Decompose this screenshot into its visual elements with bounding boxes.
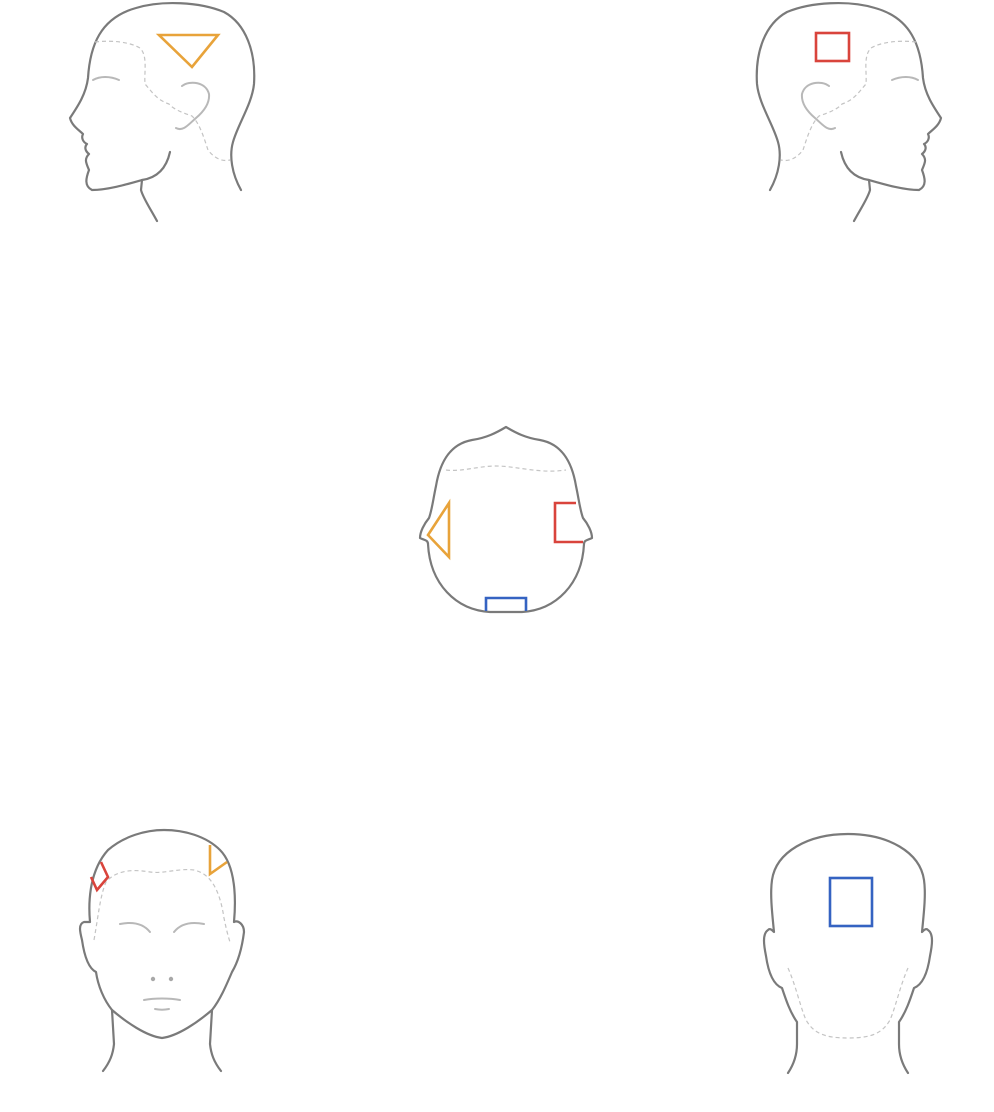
front-view-marker-orange-triangle (208, 845, 228, 877)
front-view-right-eyebrow (173, 922, 205, 933)
back-view-outline (762, 832, 934, 1075)
top-view-marker-blue-rectangle (484, 596, 528, 611)
front-view-mouth (143, 997, 181, 1001)
right-profile-jaw (839, 150, 871, 182)
right-profile-marker-red-square (814, 31, 851, 63)
front-view-outline (78, 828, 246, 1073)
left-profile-ear (175, 81, 211, 130)
front-view-hairline (93, 868, 231, 943)
right-profile-eyebrow (891, 76, 919, 81)
front-view (78, 828, 246, 1073)
front-view-lower-lip (154, 1008, 170, 1011)
left-profile-jaw (140, 150, 172, 182)
front-view-left-eyebrow (119, 922, 151, 933)
back-view-marker-blue-square (828, 876, 874, 928)
left-profile-marker-orange-triangle (155, 33, 221, 69)
left-profile-view (68, 1, 256, 223)
left-profile-hairline (94, 40, 231, 162)
top-view-marker-red-square (553, 501, 583, 544)
right-profile-ear (800, 81, 836, 130)
back-view-hairline (787, 967, 909, 1039)
top-view-outline (418, 425, 594, 614)
left-profile-eyebrow (92, 76, 120, 81)
top-view (418, 425, 594, 614)
front-view-jawline (110, 1008, 214, 1040)
top-view-marker-orange-triangle (426, 498, 451, 561)
front-view-right-nostril (168, 976, 174, 982)
front-view-marker-red-square (89, 861, 110, 893)
top-view-hairline (445, 465, 567, 472)
back-view (762, 832, 934, 1075)
right-profile-outline (755, 1, 943, 223)
front-view-left-nostril (150, 976, 156, 982)
right-profile-hairline (780, 40, 917, 162)
left-profile-outline (68, 1, 256, 223)
right-profile-view (755, 1, 943, 223)
